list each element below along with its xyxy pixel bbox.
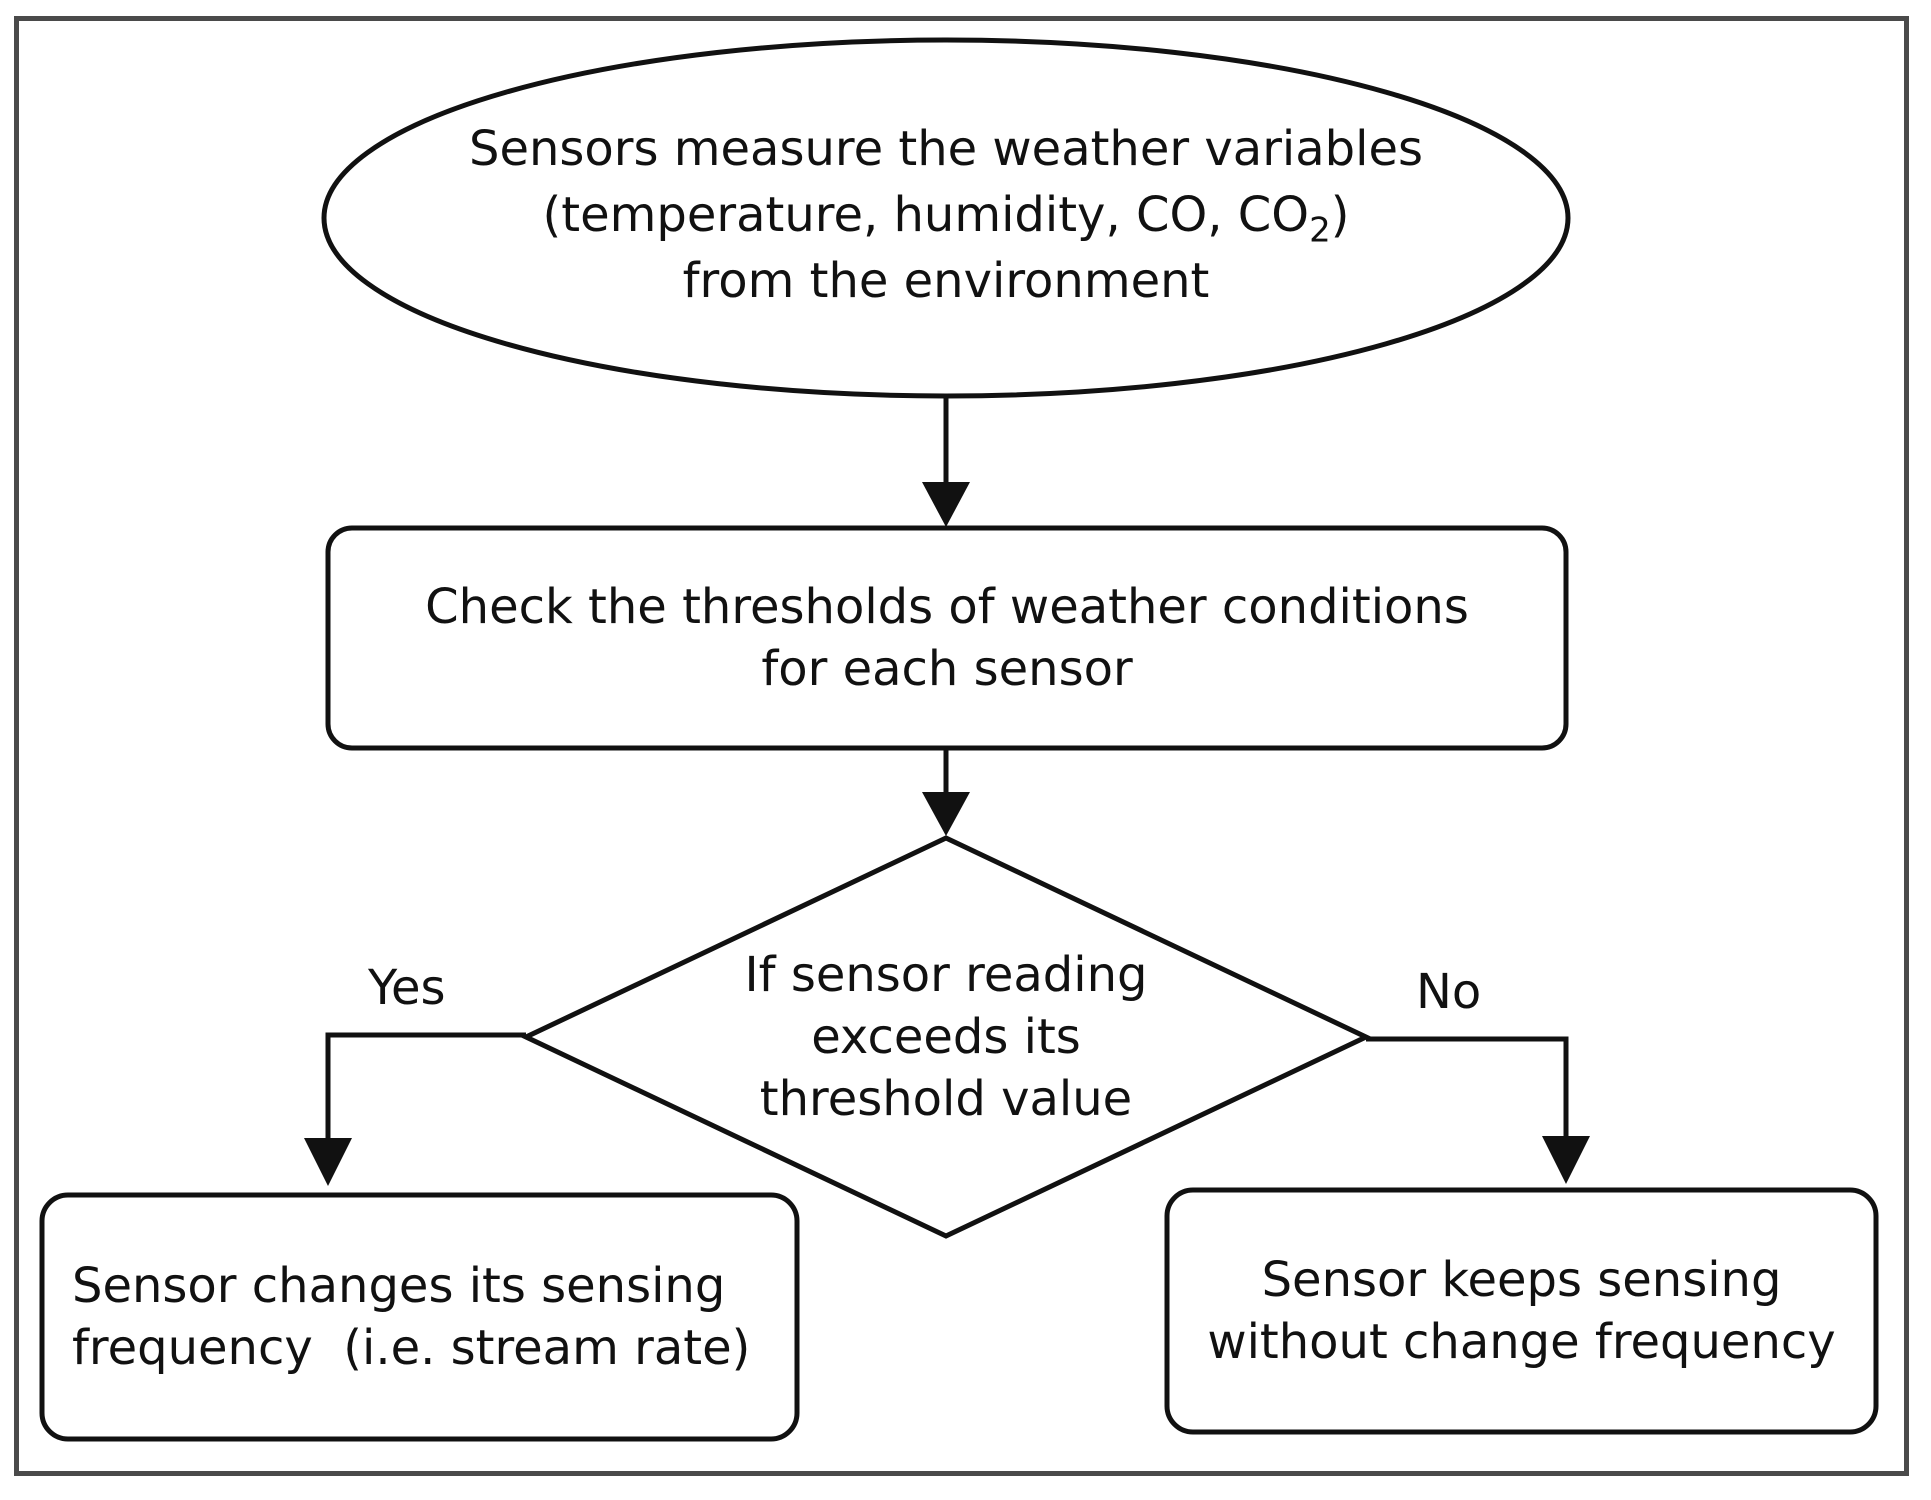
no-node-line1: Sensor keeps sensing [1261,1252,1782,1308]
arrowhead-start-to-check [922,482,970,527]
decision-node-line3: threshold value [759,1071,1133,1127]
start-node-line2-subscript: 2 [1309,210,1331,251]
yes-node-shape [39,1192,800,1442]
diagram-frame [14,16,1909,1476]
no-node-label: Sensor keeps sensing without change freq… [1177,1200,1866,1422]
decision-node-line2: exceeds its [811,1009,1081,1065]
decision-node-shape [520,835,1372,1239]
check-node-line1: Check the thresholds of weather conditio… [425,579,1469,635]
arrowhead-yes-branch [304,1138,352,1186]
connector-no-branch [1366,1036,1569,1146]
start-node-label: Sensors measure the weather variables (t… [390,100,1502,330]
no-node-shape [1164,1187,1879,1435]
yes-node-line1: Sensor changes its sensing [72,1258,726,1314]
edge-label-no: No [1416,964,1482,1020]
no-node-line2: without change frequency [1207,1314,1836,1370]
edge-label-yes: Yes [368,960,446,1016]
start-node-line2-prefix: (temperature, humidity, CO, CO [542,187,1310,243]
arrowhead-no-branch [1542,1136,1590,1184]
start-node-line2-suffix: ) [1330,187,1350,243]
yes-node-label: Sensor changes its sensing frequency (i.… [72,1225,782,1409]
connector-yes-branch [325,1032,526,1148]
check-node-line2: for each sensor [761,641,1133,697]
yes-node-line2: frequency (i.e. stream rate) [72,1320,751,1376]
decision-node-label: If sensor reading exceeds its threshold … [666,942,1226,1132]
start-node-line1: Sensors measure the weather variables [468,121,1424,177]
arrowhead-check-to-decision [922,792,970,836]
start-node-line3: from the environment [682,253,1210,309]
start-node-line2: (temperature, humidity, CO, CO2) [543,182,1350,248]
check-node-label: Check the thresholds of weather conditio… [338,538,1556,738]
decision-node-line1: If sensor reading [744,947,1148,1003]
